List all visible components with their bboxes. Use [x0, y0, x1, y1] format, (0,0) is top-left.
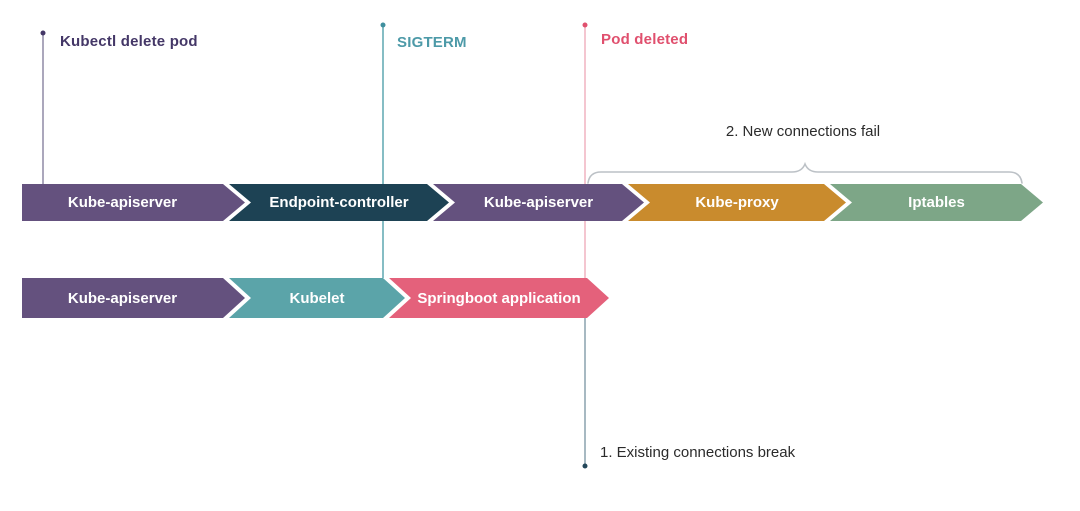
- arrow-label: Kubelet: [289, 289, 345, 307]
- arrow-label: Kube-apiserver: [483, 194, 594, 211]
- arrow-kubelet: Kubelet: [229, 278, 405, 318]
- arrow-label: Kube-apiserver: [67, 194, 178, 211]
- arrow-label: Springboot application: [417, 289, 581, 307]
- marker-label-sigterm: SIGTERM: [397, 34, 467, 51]
- new-connections-brace: [587, 161, 1023, 184]
- annotation-existing-connections-break: 1. Existing connections break: [600, 444, 796, 461]
- pod-deleted-tail-dot: [582, 463, 588, 469]
- arrow-kube-apiserver-1: Kube-apiserver: [22, 184, 245, 221]
- arrow-label: Endpoint-controller: [269, 194, 409, 211]
- kubectl-delete-pod-dot: [40, 30, 46, 36]
- arrow-endpoint-controller: Endpoint-controller: [229, 184, 449, 221]
- arrow-springboot-application: Springboot application: [389, 278, 609, 318]
- arrow-label: Kube-proxy: [695, 194, 779, 211]
- marker-label-kubectl-delete-pod: Kubectl delete pod: [60, 33, 198, 50]
- arrow-label: Kube-apiserver: [67, 289, 178, 307]
- annotation-new-connections-fail: 2. New connections fail: [725, 123, 881, 140]
- pod-deleted-dot: [582, 22, 588, 28]
- arrow-iptables: Iptables: [830, 184, 1043, 221]
- arrow-kube-apiserver-3: Kube-apiserver: [22, 278, 245, 318]
- arrow-kube-apiserver-2: Kube-apiserver: [433, 184, 644, 221]
- arrow-kube-proxy: Kube-proxy: [628, 184, 846, 221]
- marker-label-pod-deleted: Pod deleted: [601, 31, 689, 48]
- sigterm-dot: [380, 22, 386, 28]
- arrow-label: Iptables: [908, 194, 965, 211]
